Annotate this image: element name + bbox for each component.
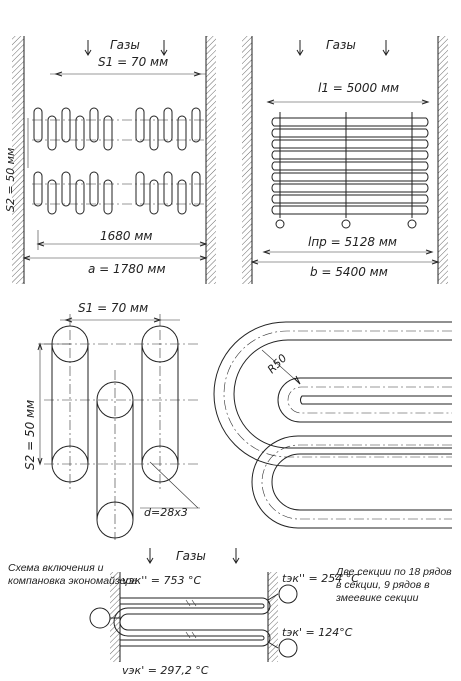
tube-loop xyxy=(103,179,113,215)
coil-row xyxy=(271,183,429,193)
scheme-caption: Схема включения и компановка экономайзер… xyxy=(8,562,138,587)
tube-loop xyxy=(177,179,187,215)
coil-row xyxy=(271,161,429,171)
v-in-label: vэк'' = 753 °C xyxy=(122,574,201,587)
header-circle xyxy=(275,219,285,229)
gas-arrow-left xyxy=(84,40,92,56)
l1-label: l1 = 5000 мм xyxy=(318,81,399,95)
tube-loop xyxy=(61,171,71,207)
scheme-gas-label: Газы xyxy=(176,549,206,563)
coil-row xyxy=(271,139,429,149)
gas-arrow-right-2 xyxy=(382,40,390,56)
scheme-gas-arrow-left xyxy=(146,548,154,564)
bend-radius-label: R50 xyxy=(265,352,289,376)
right-wall-2 xyxy=(438,36,448,284)
tube-loop xyxy=(33,107,43,143)
tube-loop xyxy=(103,115,113,151)
tube-loop xyxy=(191,171,201,207)
tube-loop xyxy=(47,115,57,151)
gas-label-2: Газы xyxy=(326,38,356,52)
inner-width-label: 1680 мм xyxy=(100,229,152,243)
detail-s2-label: S2 = 50 мм xyxy=(23,400,37,470)
coil-row xyxy=(271,205,429,215)
s1-label: S1 = 70 мм xyxy=(98,55,168,69)
tube-loop xyxy=(61,107,71,143)
tube-loop xyxy=(33,171,43,207)
tube-loop xyxy=(75,115,85,151)
tube-loop xyxy=(89,107,99,143)
tube-loop xyxy=(163,107,173,143)
outlet-header-bottom xyxy=(278,638,298,658)
tube-loop xyxy=(149,115,159,151)
gas-label: Газы xyxy=(110,38,140,52)
s2-label: S2 = 50 мм xyxy=(4,148,17,212)
scheme-note: Две секции по 18 рядов в секции, 9 рядов… xyxy=(336,566,452,604)
diameter-label: d=28x3 xyxy=(144,506,188,519)
detail-s1-label: S1 = 70 мм xyxy=(78,301,148,315)
tube-loop xyxy=(191,107,201,143)
tube-pitch-detail: S1 = 70 мм S2 = 50 мм d=28x3 xyxy=(23,301,200,540)
tube-loop xyxy=(47,179,57,215)
header-circle xyxy=(341,219,351,229)
right-wall xyxy=(206,36,216,284)
tube-loop xyxy=(135,171,145,207)
gas-arrow-right xyxy=(160,40,168,56)
coil-row xyxy=(271,172,429,182)
tube-loop xyxy=(149,179,159,215)
v-out-label: vэк' = 297,2 °C xyxy=(122,664,209,677)
b-width-label: b = 5400 мм xyxy=(310,265,388,279)
outlet-header-top xyxy=(278,584,298,604)
header-circle xyxy=(407,219,417,229)
coil-row xyxy=(271,117,429,127)
inlet-header xyxy=(89,607,111,629)
tube-bundle xyxy=(32,107,206,215)
gas-arrow-left-2 xyxy=(296,40,304,56)
coil-row xyxy=(271,128,429,138)
coil-row xyxy=(271,194,429,204)
lpr-label: lпр = 5128 мм xyxy=(308,235,397,249)
tube-loop xyxy=(89,171,99,207)
tube-loop xyxy=(75,179,85,215)
t-in-label: tэк' = 124°C xyxy=(282,626,353,639)
u-bend-detail: R50 xyxy=(213,321,452,529)
coil-rows xyxy=(271,112,429,229)
scheme-right-wall xyxy=(268,572,278,662)
tube-loop xyxy=(177,115,187,151)
tube-loop xyxy=(135,107,145,143)
outer-width-label: a = 1780 мм xyxy=(88,262,166,276)
coil-row xyxy=(271,150,429,160)
connection-scheme: Газы vэк'' = 753 °C tэк'' = 254 °C tэк' … xyxy=(89,548,359,677)
left-wall-2 xyxy=(242,36,252,284)
left-wall xyxy=(12,36,24,284)
longitudinal-panel: Газы l1 = 5000 мм lпр = 5128 мм b = 5400… xyxy=(242,36,448,284)
t-out-label: tэк'' = 254 °C xyxy=(282,572,359,585)
tube-loop xyxy=(163,171,173,207)
cross-section-panel: Газы S1 = 70 мм S2 = 50 мм 1680 мм a = 1… xyxy=(4,36,216,284)
scheme-gas-arrow-right xyxy=(232,548,240,564)
